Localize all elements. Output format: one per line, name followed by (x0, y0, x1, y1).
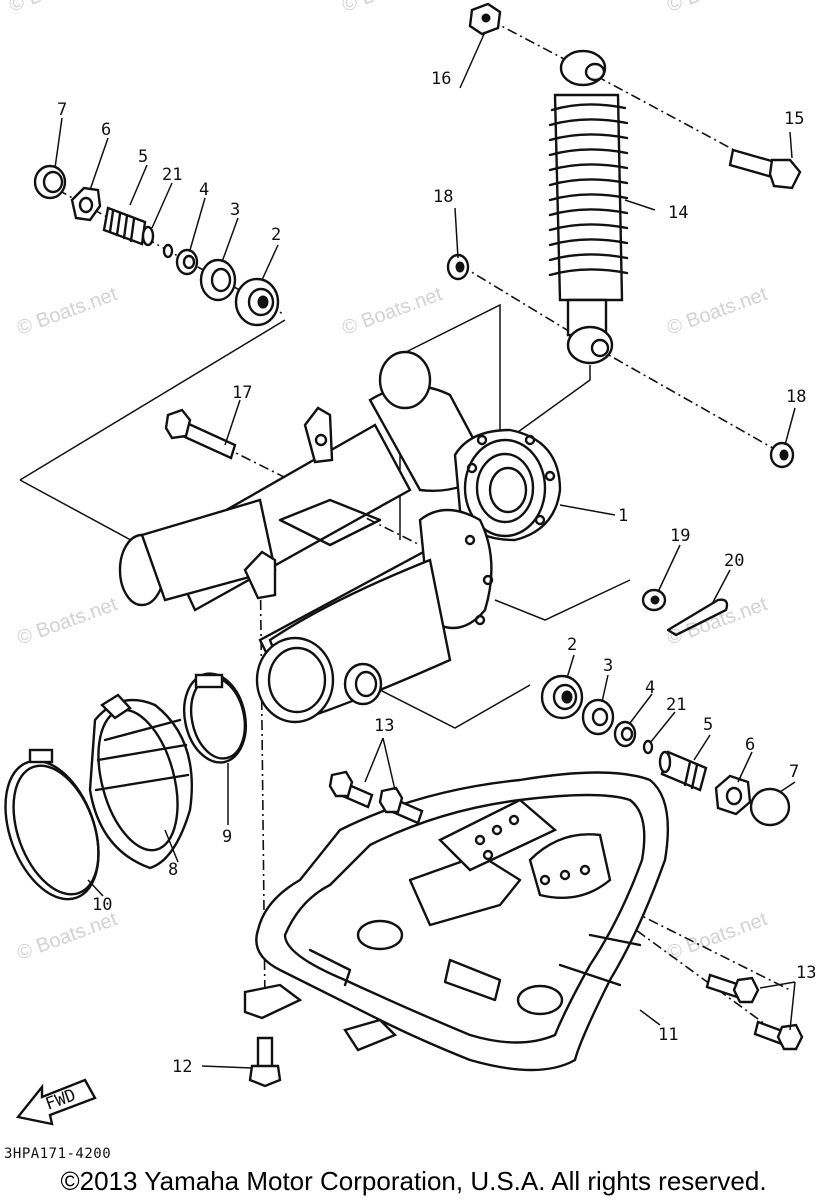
callout-6: 6 (745, 735, 755, 755)
bolts-13-top (328, 770, 424, 825)
callout-9: 9 (222, 827, 232, 847)
watermark: © Boats.net (14, 593, 120, 650)
clamp-9 (183, 672, 247, 764)
callout-18: 18 (786, 387, 806, 407)
callout-17: 17 (232, 383, 252, 403)
fwd-label: FWD (43, 1085, 79, 1114)
callout-21: 21 (162, 165, 182, 185)
callout-7: 7 (57, 100, 67, 120)
callout-13: 13 (796, 963, 816, 983)
callout-5: 5 (138, 147, 148, 167)
watermark: © Boats.net (339, 0, 445, 17)
callout-7: 7 (789, 762, 799, 782)
pivot-bolt-17 (164, 408, 237, 460)
fwd-arrow-icon: FWD (15, 1078, 97, 1126)
nut-16 (468, 2, 502, 36)
skid-plate-11 (243, 771, 670, 1072)
bolt-15 (728, 148, 802, 190)
callout-5: 5 (703, 715, 713, 735)
watermark: © Boats.net (14, 908, 120, 965)
clamp-10 (4, 748, 100, 901)
washer-19 (641, 588, 667, 612)
washer-18-top (446, 253, 470, 281)
washer-18-right (769, 441, 795, 469)
callout-2: 2 (567, 635, 577, 655)
bolt-12 (248, 1036, 282, 1088)
copyright-notice: ©2013 Yamaha Motor Corporation, U.S.A. A… (60, 1166, 767, 1196)
shock-absorber (548, 49, 629, 365)
watermark: © Boats.net (339, 283, 445, 340)
callout-3: 3 (230, 200, 240, 220)
callout-4: 4 (199, 180, 209, 200)
watermark: © Boats.net (6, 0, 112, 17)
left-bearing-stack (33, 164, 280, 327)
callout-18: 18 (433, 187, 453, 207)
callout-2: 2 (271, 225, 281, 245)
callout-15: 15 (784, 109, 804, 129)
diagram-code: 3HPA171-4200 (4, 1146, 112, 1162)
callout-11: 11 (658, 1025, 678, 1045)
callout-3: 3 (603, 656, 613, 676)
watermark: © Boats.net (664, 283, 770, 340)
callout-4: 4 (645, 678, 655, 698)
callouts: 16 15 14 18 18 1 17 19 20 7 6 5 21 4 3 2… (57, 69, 816, 1077)
cotter-pin-20 (666, 598, 729, 637)
callout-21: 21 (666, 695, 686, 715)
callout-1: 1 (618, 506, 628, 526)
callout-14: 14 (668, 203, 688, 223)
callout-12: 12 (172, 1057, 192, 1077)
callout-16: 16 (431, 69, 451, 89)
leader-lines (54, 31, 796, 1069)
callout-8: 8 (168, 860, 178, 880)
callout-10: 10 (92, 895, 112, 915)
bolts-13-right (705, 973, 804, 1051)
watermark: © Boats.net (664, 908, 770, 965)
callout-19: 19 (670, 526, 690, 546)
callout-6: 6 (101, 120, 111, 140)
boot-8 (88, 693, 194, 870)
callout-20: 20 (724, 551, 744, 571)
callout-13: 13 (374, 716, 394, 736)
watermark: © Boats.net (664, 0, 770, 17)
right-bearing-stack (540, 674, 791, 827)
watermark: © Boats.net (14, 283, 120, 340)
swingarm (118, 350, 562, 724)
